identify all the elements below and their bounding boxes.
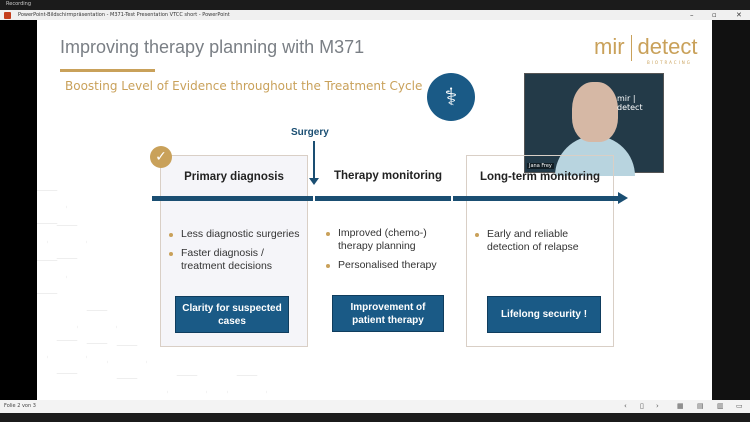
hexagon-decoration — [47, 225, 87, 259]
phase-title: Primary diagnosis — [184, 171, 284, 183]
hexagon-decoration — [227, 375, 267, 400]
surgery-arrow — [313, 141, 315, 183]
video-overlay: mir | detect Jana Frey — [524, 73, 664, 176]
timeline-arrowhead — [618, 192, 628, 204]
minimize-button[interactable]: – — [690, 11, 694, 19]
cta-box: Lifelong security ! — [487, 296, 601, 333]
timeline-separator — [313, 195, 315, 202]
slide-title: Improving therapy planning with M371 — [60, 37, 365, 57]
slide: Improving therapy planning with M371 Boo… — [37, 20, 712, 400]
slideshow-icon[interactable]: ▭ — [736, 402, 743, 410]
hexagon-decoration — [107, 345, 147, 379]
slide-sorter-icon[interactable]: ▤ — [697, 402, 704, 410]
logo-subtitle: BIOTRACING — [647, 60, 692, 65]
phase-primary-diagnosis: Primary diagnosis Less diagnostic surger… — [160, 155, 308, 347]
bottom-bar — [0, 413, 750, 422]
bullet: Early and reliable detection of relapse — [473, 228, 609, 254]
doctor-alert-icon: ⚕ — [427, 73, 475, 121]
timeline-separator — [451, 195, 453, 202]
normal-view-icon[interactable]: ▦ — [677, 402, 684, 410]
screen-border — [712, 20, 750, 400]
surgery-label: Surgery — [291, 127, 329, 138]
logo-left: mir — [594, 34, 625, 59]
status-bar: Folie 2 von 3 — [0, 400, 750, 413]
hexagon-decoration — [47, 340, 87, 374]
powerpoint-icon — [4, 12, 11, 19]
phase-therapy-monitoring: Therapy monitoring Improved (chemo-) the… — [318, 155, 458, 347]
timeline-arrow — [152, 196, 620, 201]
bullet: Improved (chemo-) therapy planning — [324, 227, 454, 253]
close-button[interactable]: ✕ — [736, 11, 742, 19]
cta-box: Improvement of patient therapy — [332, 295, 444, 332]
title-underline — [60, 69, 155, 72]
hexagon-decoration — [37, 190, 67, 224]
phase-long-term-monitoring: Long-term monitoring Early and reliable … — [466, 155, 614, 347]
hexagon-decoration — [37, 260, 67, 294]
window-title: PowerPoint-Bildschirmpräsentation - M371… — [0, 10, 750, 20]
checkmark-icon: ✓ — [150, 146, 172, 168]
slide-subtitle: Boosting Level of Evidence throughout th… — [65, 79, 423, 93]
recording-bar — [0, 0, 750, 10]
cta-box: Clarity for suspected cases — [175, 296, 289, 333]
hexagon-decoration — [167, 375, 207, 400]
bullet: Faster diagnosis / treatment decisions — [167, 247, 303, 273]
participant-name: Jana Frey — [527, 163, 554, 169]
restore-button[interactable]: ▫ — [712, 11, 717, 19]
phase-title: Therapy monitoring — [334, 170, 442, 182]
next-slide-icon[interactable]: › — [656, 402, 659, 410]
recording-label: Recording — [6, 1, 32, 7]
phase-title: Long-term monitoring — [479, 171, 601, 183]
video-background-logo: mir | detect — [617, 94, 643, 112]
reading-view-icon[interactable]: ▥ — [717, 402, 724, 410]
mirdetect-logo: mir detect — [594, 34, 698, 62]
logo-right: detect — [637, 34, 698, 59]
surgery-arrowhead — [309, 178, 319, 185]
bullet: Personalised therapy — [324, 259, 454, 272]
slide-menu-icon[interactable]: ▯ — [640, 402, 644, 410]
participant-video — [572, 82, 618, 142]
bullet: Less diagnostic surgeries — [167, 228, 303, 241]
hexagon-decoration — [77, 310, 117, 344]
previous-slide-icon[interactable]: ‹ — [624, 402, 627, 410]
slide-counter: Folie 2 von 3 — [4, 403, 36, 409]
